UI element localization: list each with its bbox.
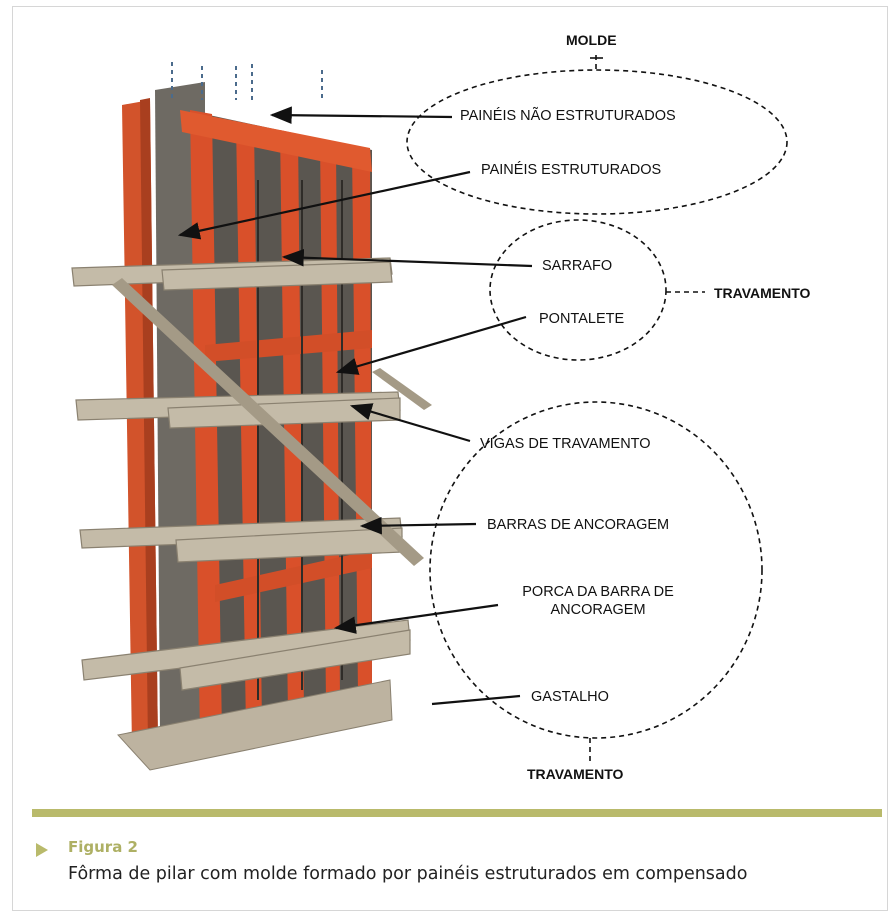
label-travamento-bottom: TRAVAMENTO	[527, 766, 624, 782]
label-porca-line1: PORCA DA BARRA DE	[522, 584, 674, 600]
wood-beams	[71, 257, 411, 691]
base-block	[117, 679, 393, 771]
label-pontalete: PONTALETE	[539, 311, 625, 327]
label-travamento-right: TRAVAMENTO	[714, 285, 811, 301]
label-barras-de-ancoragem: BARRAS DE ANCORAGEM	[487, 517, 670, 533]
figure-caption: Fôrma de pilar com molde formado por pai…	[68, 864, 748, 884]
label-porca-line2: ANCORAGEM	[550, 602, 646, 619]
label-sarrafo: SARRAFO	[542, 258, 613, 274]
label-paineis-nao-estruturados: PAINÉIS NÃO ESTRUTURADOS	[460, 108, 676, 124]
diagonal-prop	[112, 278, 424, 566]
caption-arrow-icon	[36, 843, 48, 857]
figure-title: Figura 2	[68, 838, 138, 856]
label-gastalho: GASTALHO	[531, 689, 609, 705]
column-form-illustration	[71, 62, 432, 771]
label-paineis-estruturados: PAINÉIS ESTRUTURADOS	[481, 162, 662, 178]
travamento-upper-ellipse	[489, 219, 667, 361]
formwork-diagram	[71, 55, 788, 771]
dashed-groups	[406, 55, 788, 762]
molde-ellipse	[406, 69, 788, 215]
caption-divider	[32, 809, 882, 817]
travamento-lower-ellipse	[429, 401, 763, 739]
label-vigas-de-travamento: VIGAS DE TRAVAMENTO	[480, 436, 651, 452]
label-porca-da-barra: PORCA DA BARRA DE ANCORAGEM	[508, 583, 688, 619]
label-molde: MOLDE	[566, 32, 617, 48]
top-rebars	[171, 62, 323, 100]
top-beam	[180, 110, 372, 172]
leader-lines	[177, 106, 533, 706]
horizontal-ribs	[205, 330, 372, 602]
